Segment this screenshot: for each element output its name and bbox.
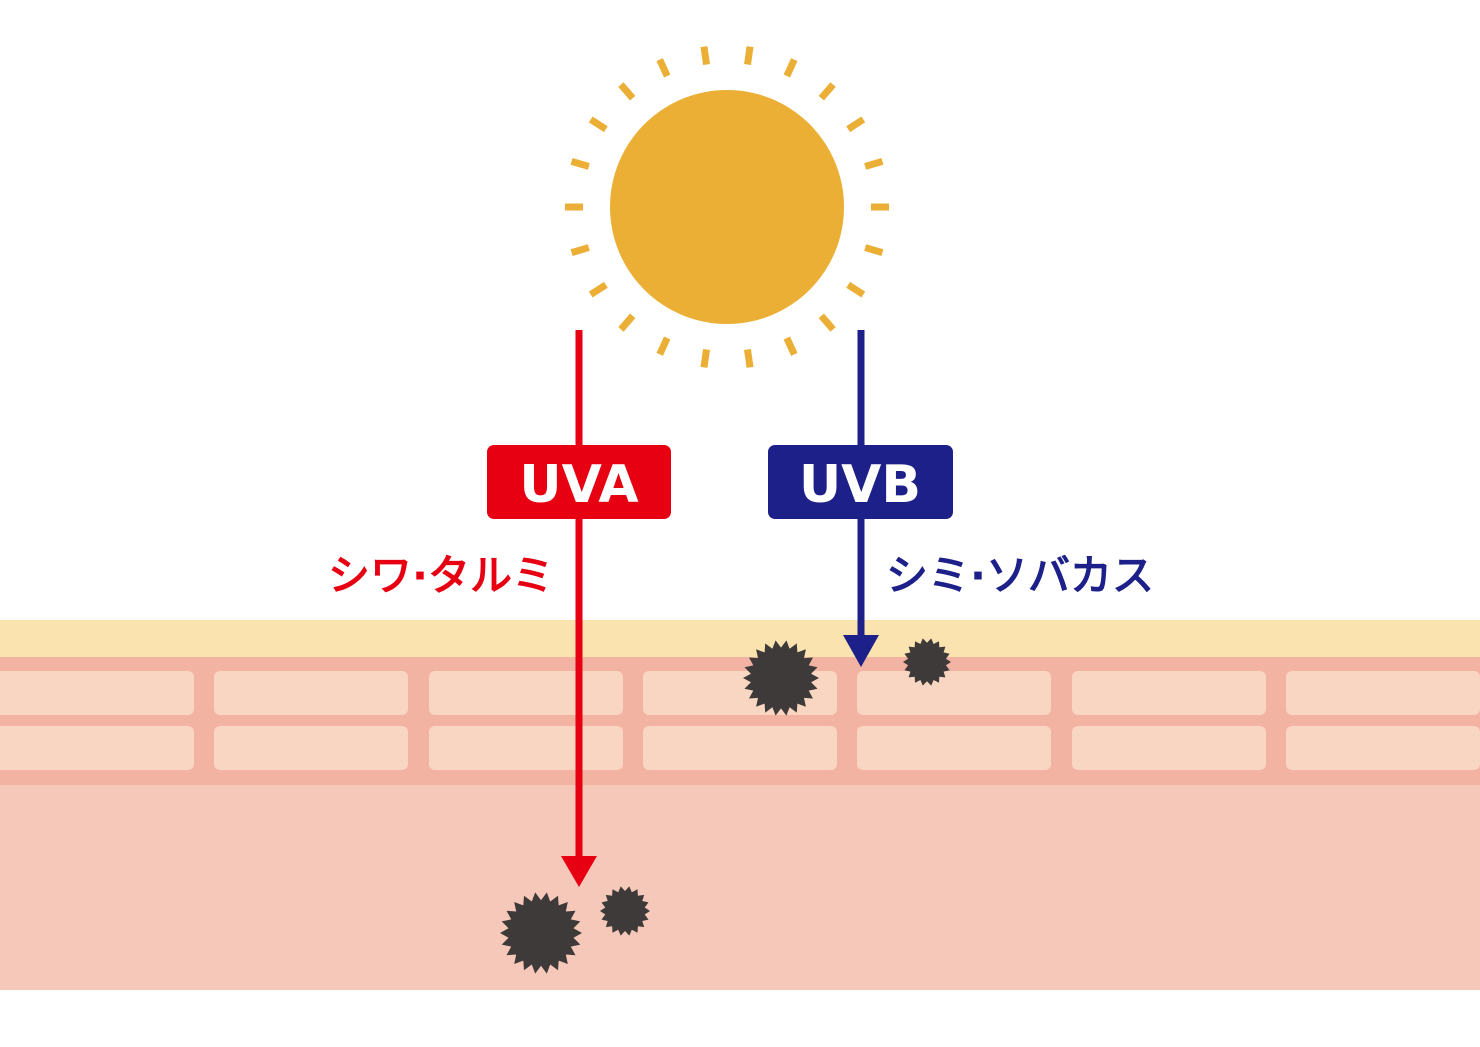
damage-spot-icon [743, 640, 819, 716]
uva-badge [487, 445, 671, 519]
sun-ray [618, 82, 636, 101]
sun-ray [864, 158, 884, 170]
epidermis-cells-row-2 [0, 726, 1480, 770]
sun-ray [818, 313, 836, 332]
epidermis-cells-row-1 [0, 671, 1480, 715]
sun-ray [588, 281, 608, 298]
sun-ray [818, 82, 836, 101]
epidermis-cell [1072, 726, 1266, 770]
epidermis-cell [857, 726, 1051, 770]
sun-ray [783, 58, 798, 78]
sun-ray [588, 116, 608, 133]
sun-ray [864, 244, 884, 256]
sun-ray [700, 349, 710, 368]
sun-ray [656, 58, 671, 78]
uvb-badge [768, 445, 953, 519]
sun-ray [783, 336, 798, 356]
epidermis-cell [429, 726, 623, 770]
damage-spot-icon [500, 892, 582, 974]
damage-spot-icon [903, 638, 951, 686]
sun-ray [700, 46, 710, 65]
sun-ray [656, 336, 671, 356]
damage-spot-icon [600, 886, 650, 936]
uva-ray: UVA シワ·タルミ [328, 330, 671, 887]
sun-disc [610, 90, 844, 324]
epidermis-cell [214, 726, 408, 770]
epidermis-cell [0, 726, 194, 770]
uva-arrow-head [561, 856, 597, 887]
skin-layers [0, 620, 1480, 990]
epidermis-cell [1286, 671, 1480, 715]
sun-ray [570, 158, 590, 170]
sun-icon [565, 46, 889, 368]
uvb-arrow-head [843, 635, 879, 667]
uvb-badge-label: UVB [799, 455, 921, 515]
epidermis-cell [857, 671, 1051, 715]
sun-ray [846, 116, 866, 133]
epidermis-cell [1072, 671, 1266, 715]
sun-ray [570, 244, 590, 256]
sun-ray [846, 281, 866, 298]
epidermis-cell [0, 671, 194, 715]
sun-ray [744, 349, 754, 368]
stratum-corneum-layer [0, 620, 1480, 658]
uvb-effect-label: シミ·ソバカス [886, 551, 1154, 600]
sun-rays [565, 46, 889, 368]
dermis-layer [0, 785, 1480, 990]
epidermis-cell [643, 726, 837, 770]
uva-badge-label: UVA [519, 455, 638, 515]
epidermis-cell [429, 671, 623, 715]
damage-spots [500, 638, 951, 974]
sun-ray [618, 313, 636, 332]
uvb-ray: UVB シミ·ソバカス [768, 330, 1154, 667]
sun-ray [744, 46, 754, 65]
epidermis-cell [214, 671, 408, 715]
uva-effect-label: シワ·タルミ [328, 551, 554, 600]
epidermis-cell [1286, 726, 1480, 770]
